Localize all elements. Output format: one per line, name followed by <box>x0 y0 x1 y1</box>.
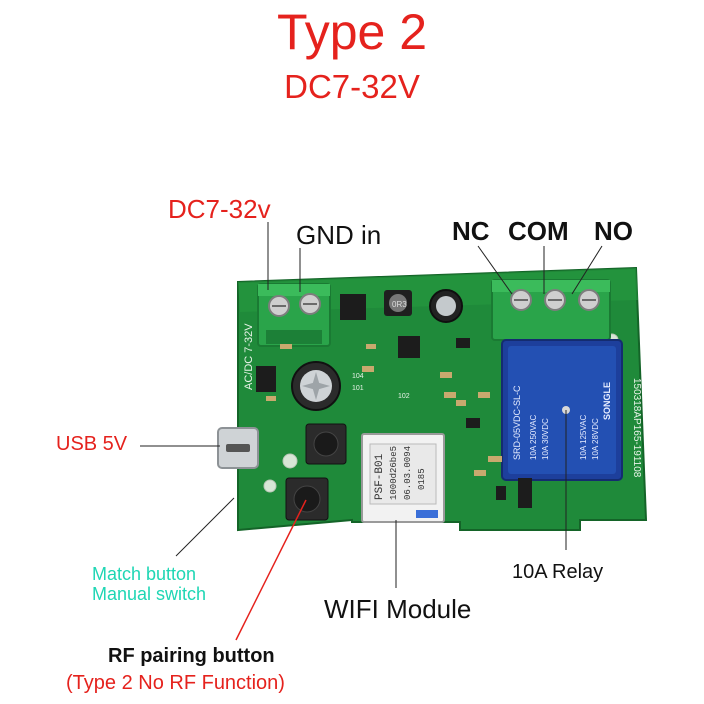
label-dc-in: DC7-32v <box>168 194 271 224</box>
label-match-button: Match button <box>92 564 197 584</box>
resistor-label: 104 <box>352 373 364 380</box>
resistor-label: 101 <box>352 385 364 392</box>
module-print-3: 06.03.0094 <box>403 446 413 500</box>
inductor: 0R3 <box>384 290 412 316</box>
module-print-1: PSF-B01 <box>374 453 386 500</box>
resistor-label: 102 <box>398 393 410 400</box>
electrolytic-capacitor-small <box>429 289 463 323</box>
ic-chip <box>398 336 420 358</box>
rf-leader-line <box>235 499 307 641</box>
relay-print-2: 10A 250VAC <box>529 415 538 460</box>
header-pins <box>518 478 532 508</box>
label-com: COM <box>508 216 569 246</box>
page-title: Type 2 <box>276 4 428 60</box>
relay-print-1: SRD-05VDC-SL-C <box>512 385 522 460</box>
leader-lines <box>140 222 603 588</box>
label-nc: NC <box>452 216 490 246</box>
module-print-4: 0185 <box>417 468 427 490</box>
label-rf-pairing: RF pairing button <box>108 645 275 667</box>
voltage-silkscreen: AC/DC 7-32V <box>243 323 255 390</box>
power-terminal-block <box>257 283 331 347</box>
mounting-hole <box>282 453 298 469</box>
relay-print-3: 10A 30VDC <box>541 418 550 460</box>
transistor <box>466 418 480 428</box>
page-subtitle: DC7-32V <box>284 68 420 105</box>
electrolytic-capacitor-large <box>291 361 341 411</box>
serial-silkscreen: 150318AP165-191108 <box>631 378 642 478</box>
relay-terminal-block <box>491 279 611 341</box>
label-rf-note: (Type 2 No RF Function) <box>66 672 285 694</box>
relay-brand: SONGLE <box>602 382 612 420</box>
module-print-2: 1000d26be5 <box>389 446 399 500</box>
usb-port <box>217 427 259 469</box>
wifi-module-component: PSF-B01 1000d26be5 06.03.0094 0185 <box>361 433 445 523</box>
match-button-component <box>305 423 347 465</box>
label-manual-switch: Manual switch <box>92 584 207 604</box>
ic-chip <box>256 366 276 392</box>
label-relay: 10A Relay <box>512 561 604 583</box>
inductor-label: 0R3 <box>392 300 407 309</box>
transistor <box>456 338 470 348</box>
transistor <box>496 486 506 500</box>
label-wifi-module: WIFI Module <box>324 594 472 624</box>
relay-print-4: 10A 125VAC <box>579 415 588 460</box>
mounting-hole <box>263 479 277 493</box>
relay-component: SRD-05VDC-SL-C 10A 250VAC 10A 30VDC 10A … <box>501 339 623 481</box>
label-gnd-in: GND in <box>296 220 382 250</box>
ic-chip <box>340 294 366 320</box>
rf-pairing-button-component <box>285 477 329 521</box>
label-no: NO <box>594 216 633 246</box>
label-usb: USB 5V <box>56 433 128 455</box>
relay-print-5: 10A 28VDC <box>591 418 600 460</box>
